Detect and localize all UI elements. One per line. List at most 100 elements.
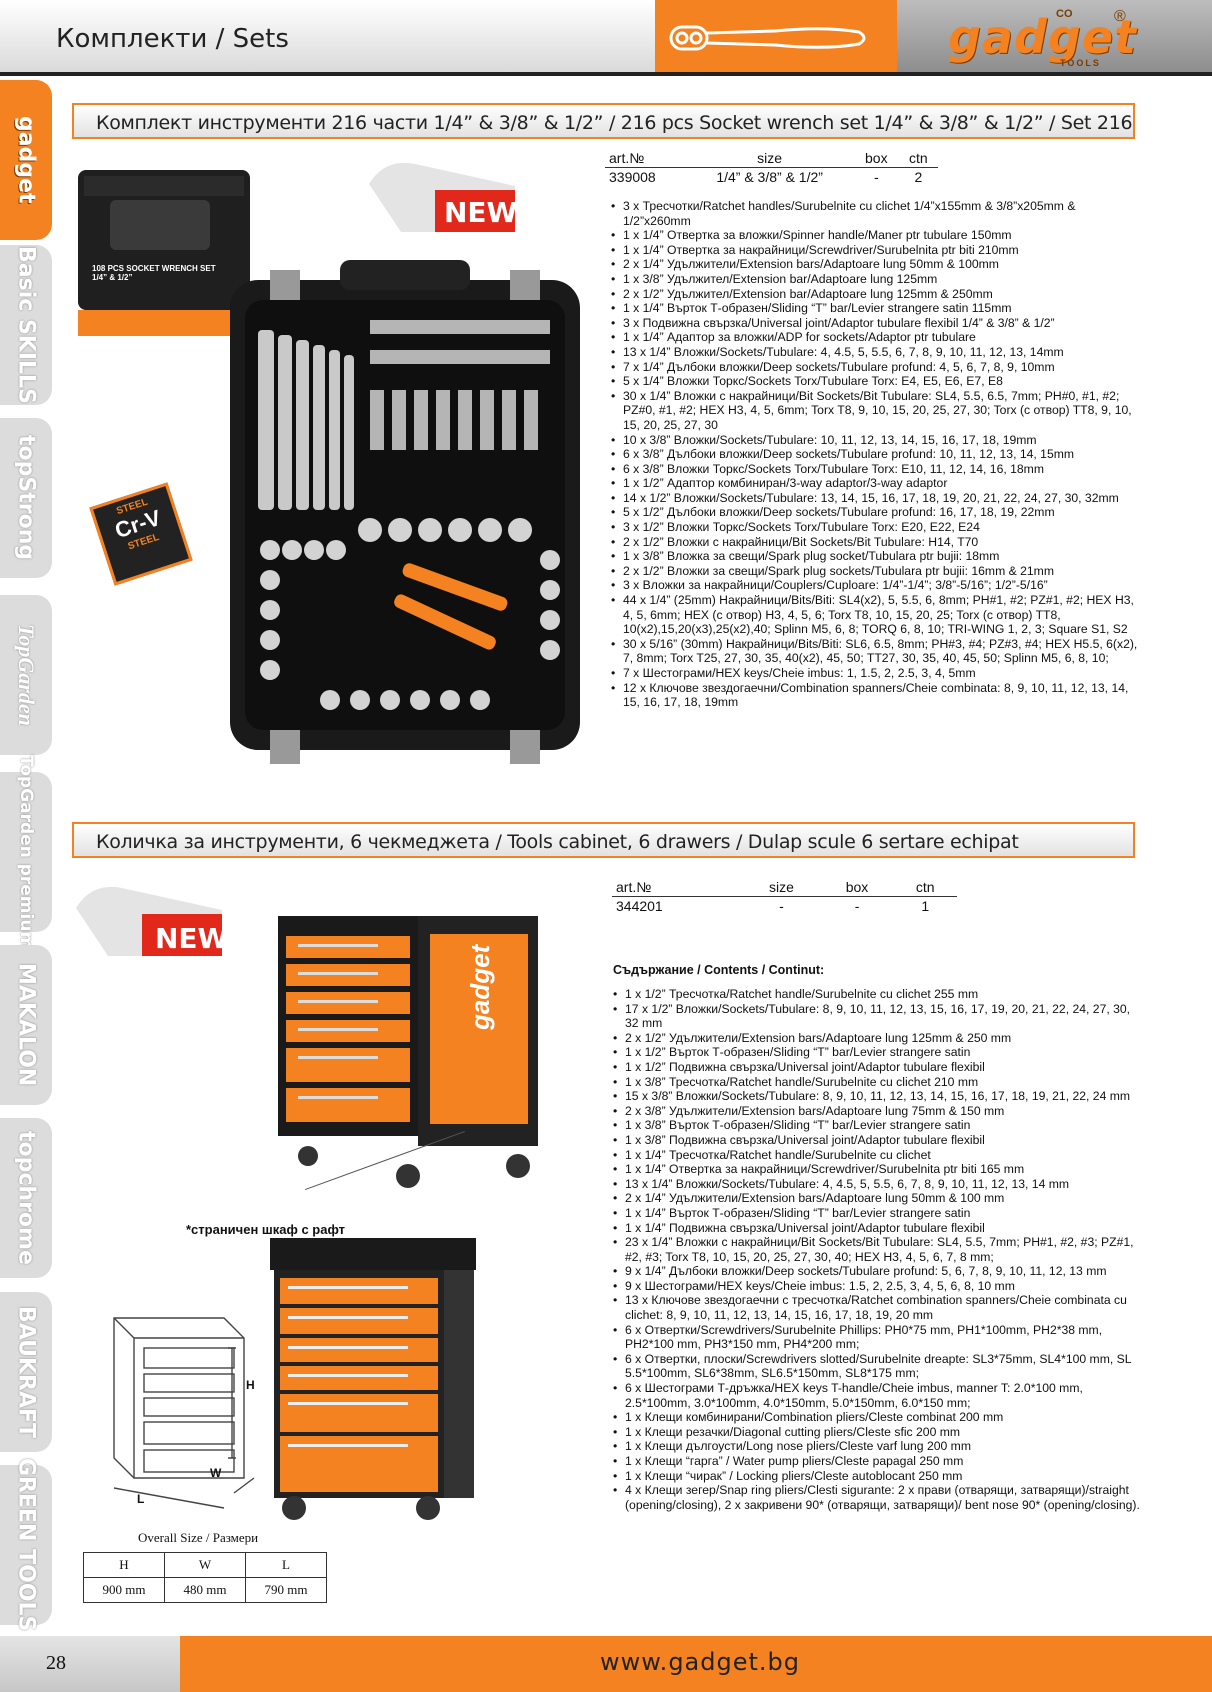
list-item: 9 x Шестограми/HEX keys/Cheie imbus: 1.5… (611, 1279, 1141, 1294)
sidebar-tab-baukraft[interactable]: BAUKRAFT (0, 1292, 52, 1452)
sidebar-tab-topgarden[interactable]: TopGarden (0, 595, 52, 755)
list-item: 6 x 3/8” Вложки Торкс/Sockets Torx/Tubul… (609, 462, 1139, 477)
dim-w-label: W (210, 1466, 222, 1480)
list-item: 7 x Шестограми/HEX keys/Cheie imbus: 1, … (609, 666, 1139, 681)
list-item: 1 x Клещи комбинирани/Combination pliers… (611, 1410, 1141, 1425)
sidebar-tab-label: MAKALON (13, 963, 39, 1087)
size-value-l: 790 mm (245, 1577, 327, 1603)
size-header-h: H (83, 1552, 165, 1578)
sidebar-tab-label: TopGarden premium (16, 754, 36, 950)
cell-ctn: 2 (914, 169, 923, 185)
cabinet-brand: gadget (465, 944, 495, 1030)
ratchet-icon (669, 25, 866, 51)
list-item: 1 x 1/4” Отвертка за накрайници/Screwdri… (609, 243, 1139, 258)
size-table: H W L 900 mm 480 mm 790 mm (83, 1552, 327, 1603)
list-item: 5 x 1/4” Вложки Торкс/Sockets Torx/Tubul… (609, 374, 1139, 389)
tool-cabinet-illustration (270, 1238, 476, 1520)
list-item: 2 x 1/4” Удължители/Extension bars/Adapt… (609, 257, 1139, 272)
list-item: 2 x 1/4” Удължители/Extension bars/Adapt… (611, 1191, 1141, 1206)
product2-title: Количка за инструменти, 6 чекмеджета / T… (72, 822, 1135, 858)
col-size: size (685, 149, 854, 168)
list-item: 10 x 3/8” Вложки/Sockets/Tubulare: 10, 1… (609, 433, 1139, 448)
size-value-w: 480 mm (164, 1577, 246, 1603)
sidebar-tab-label: topchrome (13, 1131, 39, 1265)
list-item: 1 x 3/8” Подвижна свързка/Universal join… (611, 1133, 1141, 1148)
sidebar-tab-label: topStrong (13, 435, 39, 561)
list-item: 1 x Клещи “чирак” / Locking pliers/Clest… (611, 1469, 1141, 1484)
list-item: 1 x 1/2” Подвижна свързка/Universal join… (611, 1060, 1141, 1075)
new-label: NEW (444, 196, 518, 229)
brand-logo: gadget (948, 10, 1138, 64)
sidebar-tab-topgarden-premium[interactable]: TopGarden premium (0, 755, 52, 949)
product1-art-table: art.№ size box ctn 339008 1/4” & 3/8” & … (605, 149, 938, 186)
list-item: 1 x 3/8” Тресчотка/Ratchet handle/Surube… (611, 1075, 1141, 1090)
list-item: 1 x 1/4” Тресчотка/Ratchet handle/Surube… (611, 1148, 1141, 1163)
list-item: 12 x Ключове звездогаечни/Combination sp… (609, 681, 1139, 710)
header-logo-band (897, 0, 1212, 74)
new-sticker (365, 158, 517, 234)
col-art: art.№ (605, 149, 686, 168)
header-orange-band (655, 0, 897, 74)
cell-art: 339008 (609, 169, 656, 185)
sidebar-tab-green-tools[interactable]: GREEN TOOLS (0, 1458, 52, 1632)
col-ctn: ctn (893, 878, 957, 897)
contents-heading: Съдържание / Contents / Continut: (613, 963, 825, 977)
list-item: 1 x Клещи резачки/Diagonal cutting plier… (611, 1425, 1141, 1440)
list-item: 14 x 1/2” Вложки/Sockets/Tubulare: 13, 1… (609, 491, 1139, 506)
list-item: 1 x 1/4” Върток Т-образен/Sliding “T” ba… (609, 301, 1139, 316)
list-item: 9 x 1/4” Дълбоки вложки/Deep sockets/Tub… (611, 1264, 1141, 1279)
cabinet-with-side-image (268, 906, 548, 1206)
list-item: 1 x 3/8” Върток Т-образен/Sliding “T” ba… (611, 1118, 1141, 1133)
tool-cabinet-side-illustration (278, 916, 538, 1188)
col-box: box (820, 878, 894, 897)
sidebar-tab-topchrome[interactable]: topchrome (0, 1118, 52, 1278)
cell-box: - (854, 898, 860, 914)
list-item: 1 x 1/2” Тресчотка/Ratchet handle/Surube… (611, 987, 1141, 1002)
list-item: 1 x Клещи дългоусти/Long nose pliers/Cle… (611, 1439, 1141, 1454)
list-item: 1 x 3/8” Вложка за свещи/Spark plug sock… (609, 549, 1139, 564)
sidebar-tab-gadget[interactable]: gadget (0, 80, 52, 240)
sidebar-tab-basic[interactable]: Basic SKILLS (0, 245, 52, 405)
footer-orange-band (180, 1636, 1212, 1692)
list-item: 1 x 1/4” Адаптор за вложки/ADP for socke… (609, 330, 1139, 345)
footer-left-band (0, 1636, 180, 1692)
list-item: 6 x Отвертки/Screwdrivers/Surubelnite Ph… (611, 1323, 1141, 1352)
list-item: 4 x Клещи зегер/Snap ring pliers/Clesti … (611, 1483, 1141, 1512)
list-item: 3 x Тресчотки/Ratchet handles/Surubelnit… (609, 199, 1139, 228)
cabinet-dimension-drawing (113, 1317, 255, 1509)
size-value-h: 900 mm (83, 1577, 165, 1603)
tool-case-illustration (78, 170, 580, 764)
list-item: 2 x 1/2” Удължител/Extension bar/Adaptoa… (609, 287, 1139, 302)
new-sticker-shape (76, 886, 222, 956)
list-item: 3 x 1/2” Вложки Торкс/Sockets Torx/Tubul… (609, 520, 1139, 535)
list-item: 13 x 1/4” Вложки/Sockets/Tubulare: 4, 4.… (611, 1177, 1141, 1192)
list-item: 3 x Подвижна свързка/Universal joint/Ada… (609, 316, 1139, 331)
page-title: Комплекти / Sets (56, 24, 289, 54)
cell-ctn: 1 (921, 898, 930, 914)
dim-h-label: H (246, 1378, 255, 1392)
new-sticker (72, 882, 224, 958)
list-item: 3 x Вложки за накрайници/Couplers/Cuploa… (609, 578, 1139, 593)
list-item: 44 x 1/4” (25mm) Накрайници/Bits/Biti: S… (609, 593, 1139, 637)
sidebar-tab-label: BAUKRAFT (13, 1305, 39, 1439)
product2-art-table: art.№ size box ctn 344201 - - 1 (612, 878, 957, 915)
sidebar-tab-topstrong[interactable]: topStrong (0, 418, 52, 578)
list-item: 15 x 3/8” Вложки/Sockets/Tubulare: 8, 9,… (611, 1089, 1141, 1104)
side-cabinet-note: *страничен шкаф с рафт (186, 1222, 346, 1237)
list-item: 23 x 1/4” Вложки с накрайници/Bit Socket… (611, 1235, 1141, 1264)
dim-l-label: L (137, 1492, 145, 1506)
list-item: 2 x 1/2” Вложки с накрайници/Bit Sockets… (609, 535, 1139, 550)
header-divider (0, 72, 1212, 76)
col-size: size (742, 878, 821, 897)
sidebar-tab-makalon[interactable]: MAKALON (0, 945, 52, 1105)
cell-size: 1/4” & 3/8” & 1/2” (716, 169, 823, 185)
list-item: 13 x Ключове звездогаечни с тресчотка/Ra… (611, 1293, 1141, 1322)
dimension-drawing (84, 1308, 260, 1518)
product2-contents-list: 1 x 1/2” Тресчотка/Ratchet handle/Surube… (611, 987, 1141, 1512)
list-item: 6 x Шестограми Т-дръжка/HEX keys T-handl… (611, 1381, 1141, 1410)
product1-contents-list: 3 x Тресчотки/Ratchet handles/Surubelnit… (609, 199, 1139, 710)
website-link[interactable]: www.gadget.bg (600, 1648, 800, 1676)
new-label: NEW (155, 922, 229, 955)
list-item: 6 x 3/8” Дълбоки вложки/Deep sockets/Tub… (609, 447, 1139, 462)
product1-image (70, 160, 590, 780)
